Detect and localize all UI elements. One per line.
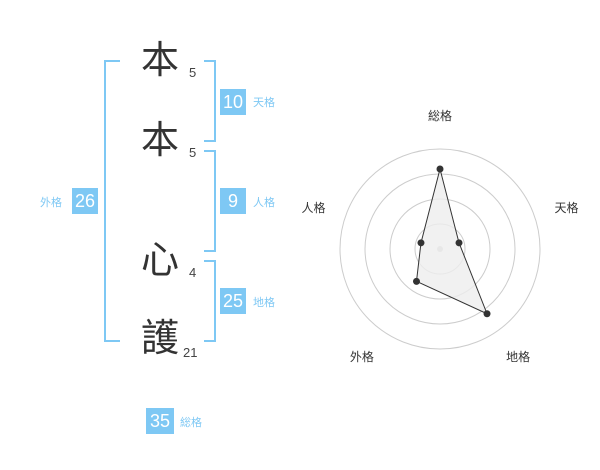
- name-char-4: 護: [141, 316, 180, 360]
- chikaku-bracket: [204, 260, 216, 342]
- radar-point-4: [412, 277, 420, 285]
- radar-point-3: [483, 310, 491, 318]
- jinkaku-label: 人格: [253, 196, 275, 209]
- radar-axis-label-5: 人格: [301, 200, 326, 215]
- name-char-3: 心: [141, 238, 180, 282]
- tenkaku-label: 天格: [253, 96, 275, 109]
- radar-ring-4: [339, 148, 541, 350]
- name-char-2: 本: [141, 118, 180, 162]
- radar-point-1: [436, 165, 444, 173]
- gaikaku-label: 外格: [40, 196, 62, 209]
- chikaku-label: 地格: [253, 296, 275, 309]
- radar-axis-label-2: 天格: [554, 200, 579, 215]
- soukaku-value: 35: [146, 408, 174, 434]
- stroke-count-1: 5: [189, 65, 197, 80]
- stroke-count-2: 5: [189, 145, 197, 160]
- chikaku-value: 25: [220, 288, 246, 314]
- stroke-count-4: 21: [183, 345, 198, 360]
- tenkaku-bracket: [204, 60, 216, 142]
- tenkaku-value: 10: [220, 89, 246, 115]
- gaikaku-value: 26: [72, 188, 98, 214]
- radar-point-2: [455, 239, 463, 247]
- radar-series-area: [415, 168, 488, 315]
- radar-point-5: [417, 239, 425, 247]
- radar-axis-label-3: 地格: [506, 349, 531, 364]
- name-char-1: 本: [141, 38, 180, 82]
- radar-axis-label-1: 総格: [428, 109, 453, 123]
- soukaku-label: 総格: [180, 416, 202, 429]
- radar-axis-label-4: 外格: [349, 349, 374, 364]
- jinkaku-bracket: [204, 150, 216, 252]
- stroke-count-3: 4: [189, 265, 197, 280]
- jinkaku-value: 9: [220, 188, 246, 214]
- gaikaku-bracket: [104, 60, 120, 342]
